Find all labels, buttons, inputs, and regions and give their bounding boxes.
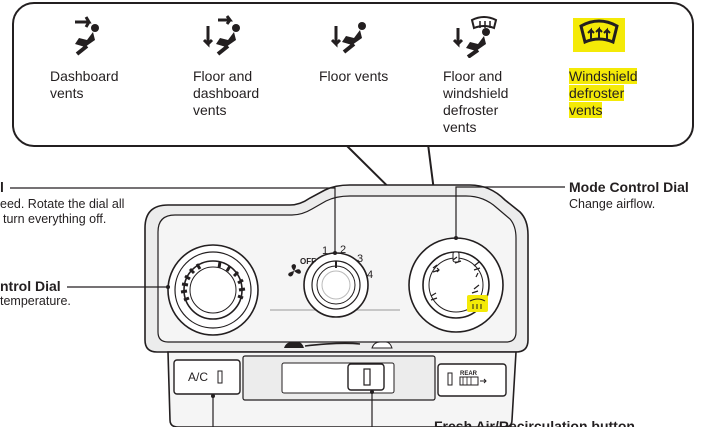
- temperature-dial[interactable]: [167, 244, 259, 336]
- rear-button-label: REAR: [460, 371, 478, 377]
- fan-dial-desc-line2: turn everything off.: [3, 212, 107, 226]
- mode-dial-title: Mode Control Dial: [569, 179, 689, 195]
- mode-control-dial[interactable]: [408, 237, 504, 333]
- fan-icon: [288, 264, 301, 277]
- temperature-dial-desc: temperature.: [0, 294, 71, 308]
- recirculation-slider-knob[interactable]: [347, 363, 385, 391]
- vent-option-label: Floor vents: [319, 68, 389, 84]
- windshield-defroster-icon: [573, 18, 625, 52]
- rear-defrost-button[interactable]: [437, 363, 507, 397]
- fan-speed-3: 3: [357, 253, 364, 265]
- vent-option-floor: Floor vents: [318, 4, 418, 149]
- vent-option-label: Windshield defroster vents: [569, 68, 638, 119]
- vent-option-floor-and-defroster: Floor and windshield defroster vents: [442, 4, 552, 149]
- fan-off-label: OFF: [300, 257, 316, 266]
- ac-button[interactable]: [173, 359, 241, 395]
- fan-dial-title: l: [0, 179, 4, 195]
- mode-dial-desc: Change airflow.: [569, 197, 656, 211]
- highlighted-label: Windshield defroster vents: [569, 68, 638, 118]
- leader-lines: [10, 186, 565, 427]
- temperature-dial-title: ntrol Dial: [0, 278, 61, 294]
- fan-speed-4: 4: [367, 269, 374, 281]
- floor-and-dashboard-vents-icon: [202, 15, 240, 56]
- fan-speed-2: 2: [340, 244, 347, 256]
- floor-and-defroster-vents-icon: [452, 16, 498, 58]
- vent-option-label: Floor and dashboard vents: [193, 68, 260, 118]
- fan-speed-1: 1: [322, 245, 329, 257]
- fan-control-dial[interactable]: [303, 252, 369, 318]
- vent-option-label: Dashboard vents: [50, 68, 119, 101]
- airflow-modes-popup: Dashboard vents Floor and dashboard vent…: [12, 2, 694, 147]
- vent-option-label: Floor and windshield defroster vents: [443, 68, 509, 135]
- floor-vents-icon: [330, 22, 366, 54]
- vent-option-floor-and-dashboard: Floor and dashboard vents: [190, 4, 300, 149]
- defroster-position-highlight: [467, 295, 488, 312]
- vent-option-windshield-defroster: Windshield defroster vents: [569, 4, 679, 149]
- dashboard-vents-icon: [75, 16, 99, 56]
- recirculation-slider-icons: [284, 341, 393, 349]
- fan-dial-desc-line1: eed. Rotate the dial all: [0, 197, 125, 211]
- fresh-air-recirculation-title: Fresh Air/Recirculation button: [434, 418, 635, 427]
- ac-button-label: A/C: [188, 370, 209, 384]
- vent-option-dashboard: Dashboard vents: [50, 4, 160, 149]
